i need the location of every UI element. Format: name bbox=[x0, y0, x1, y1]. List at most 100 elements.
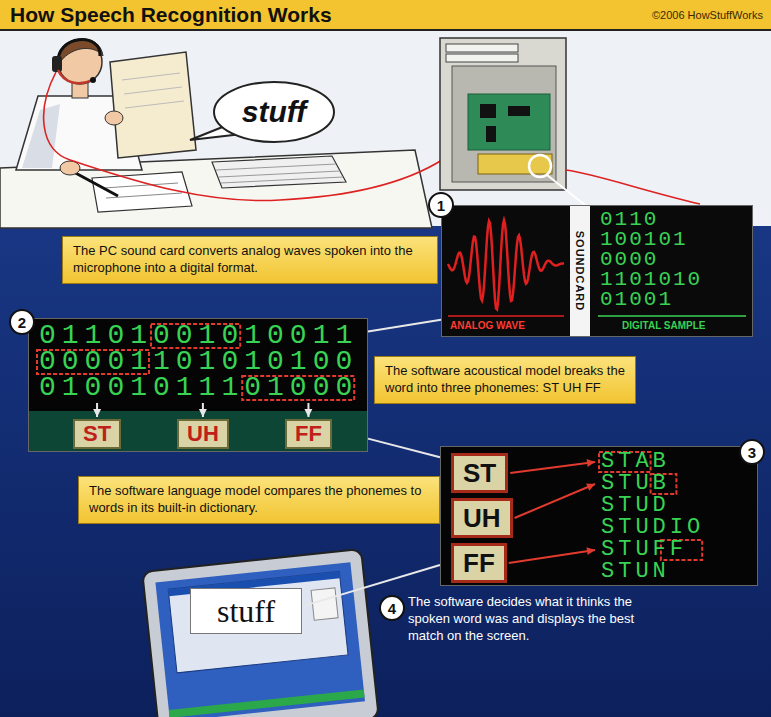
ear-cup bbox=[52, 56, 62, 72]
callout-circle: 3 bbox=[739, 439, 765, 465]
monitor-body bbox=[142, 549, 379, 717]
bubble-outline bbox=[214, 82, 334, 142]
match-arrow bbox=[515, 484, 595, 518]
monitor bbox=[142, 549, 379, 717]
dictionary-word: STAB bbox=[601, 451, 704, 473]
microphone-cable bbox=[44, 72, 442, 201]
phoneme-box: FF bbox=[285, 419, 332, 449]
connector bbox=[368, 320, 441, 332]
callout-text: The PC sound card converts analog waves … bbox=[73, 243, 427, 277]
binary-block: 0110100101001100001101010100010010111010… bbox=[39, 323, 358, 401]
dictionary-word: STUN bbox=[601, 561, 704, 583]
speech-text: stuff bbox=[242, 95, 306, 129]
chip bbox=[486, 126, 496, 142]
magnifier-ring bbox=[529, 155, 551, 177]
phoneme-text: ST bbox=[83, 421, 111, 447]
title-rule bbox=[0, 29, 771, 31]
binary-digits: 01101001010011 bbox=[39, 323, 358, 349]
chip bbox=[480, 104, 496, 118]
axis-label: DIGITAL SAMPLE bbox=[622, 320, 706, 332]
phoneme-arrow-head bbox=[199, 409, 207, 417]
phoneme-strip bbox=[29, 411, 367, 451]
text-slot: DIGITAL SAMPLE bbox=[622, 320, 706, 332]
hair bbox=[58, 39, 103, 62]
headset-band bbox=[58, 40, 100, 64]
phoneme-text: UH bbox=[187, 421, 219, 447]
dictionary-word: STUFF bbox=[601, 539, 704, 561]
phoneme-box: ST bbox=[451, 453, 508, 493]
dictionary-word: STUB bbox=[601, 473, 704, 495]
motherboard bbox=[468, 94, 550, 150]
key-row bbox=[219, 171, 340, 177]
screen-window: stuff bbox=[190, 588, 302, 634]
callout-number: 4 bbox=[388, 601, 396, 616]
vertical-label: SOUNDCARD bbox=[574, 231, 586, 312]
binary-digits: 01001011101000 bbox=[39, 375, 358, 401]
binary-digits: 100101 bbox=[600, 230, 702, 250]
key-row bbox=[216, 164, 336, 170]
writing-hand bbox=[60, 161, 80, 175]
dictionary-word: STUDIO bbox=[601, 517, 704, 539]
connector-line bbox=[368, 439, 440, 458]
title-slot: How Speech Recognition Works bbox=[10, 3, 332, 27]
drive-bay bbox=[446, 44, 518, 52]
phoneme-box: UH bbox=[451, 498, 513, 538]
match-arrow-head bbox=[587, 459, 595, 467]
text-slot: ©2006 HowStuffWorks bbox=[560, 8, 763, 22]
paper-line bbox=[125, 101, 184, 108]
dictionary-word: STUD bbox=[601, 495, 704, 517]
acoustic-model-panel: 0110100101001100001101010100010010111010… bbox=[28, 318, 368, 452]
computer-tower bbox=[440, 38, 566, 190]
phoneme-text: UH bbox=[463, 502, 501, 534]
hand bbox=[105, 111, 123, 125]
callout-circle: 2 bbox=[9, 309, 35, 335]
notepad-line bbox=[104, 183, 178, 188]
phoneme-text: FF bbox=[463, 547, 495, 579]
key-row bbox=[221, 177, 343, 183]
dictionary-list: STABSTUBSTUDSTUDIOSTUFFSTUN bbox=[601, 451, 704, 583]
drive-bay bbox=[446, 54, 518, 62]
match-arrow bbox=[510, 462, 595, 473]
binary-digits: 0000 bbox=[600, 250, 702, 270]
text-slot: ANALOG WAVE bbox=[450, 320, 525, 332]
keyboard bbox=[212, 156, 346, 188]
microphone bbox=[90, 77, 96, 83]
analog-wave bbox=[448, 220, 564, 309]
phoneme-arrow-head bbox=[304, 409, 312, 417]
binary-digits: 00001101010100 bbox=[39, 349, 358, 375]
phoneme-arrow-head bbox=[93, 409, 101, 417]
pen bbox=[70, 170, 118, 196]
title-bar bbox=[0, 0, 771, 30]
taskbar bbox=[169, 689, 365, 717]
soundcard-panel: 01101001010000110101001001ANALOG WAVE DIG… bbox=[441, 205, 753, 337]
connector-line bbox=[368, 320, 441, 332]
phoneme-box: ST bbox=[73, 419, 121, 449]
callout-circle: 4 bbox=[379, 595, 405, 621]
connector bbox=[368, 439, 440, 458]
callout-text: The software language model compares the… bbox=[89, 483, 429, 517]
sound-card bbox=[478, 154, 552, 174]
binary-digits: 0110 bbox=[600, 210, 702, 230]
phoneme-text: FF bbox=[295, 421, 322, 447]
callout-box: The PC sound card converts analog waves … bbox=[62, 236, 438, 284]
callout-number: 3 bbox=[748, 445, 756, 460]
binary-digits: 01001 bbox=[600, 290, 702, 310]
match-arrow-head bbox=[587, 547, 596, 555]
phoneme-box: FF bbox=[451, 543, 507, 583]
sample-baseline bbox=[598, 315, 746, 317]
wave-baseline bbox=[448, 315, 564, 317]
callout-number: 1 bbox=[437, 198, 445, 213]
screen-text: stuff bbox=[217, 593, 275, 629]
chip bbox=[508, 106, 530, 116]
copyright-note: ©2006 HowStuffWorks bbox=[560, 8, 763, 22]
tower-interior bbox=[452, 66, 556, 182]
panel-art bbox=[442, 206, 752, 336]
phoneme-box: UH bbox=[177, 419, 229, 449]
step-note: The software decides what it thinks the … bbox=[408, 594, 658, 645]
shirt-shade bbox=[22, 104, 60, 168]
binary-digits: 1101010 bbox=[600, 270, 702, 290]
axis-label: ANALOG WAVE bbox=[450, 320, 525, 332]
match-arrow-head bbox=[586, 483, 595, 490]
